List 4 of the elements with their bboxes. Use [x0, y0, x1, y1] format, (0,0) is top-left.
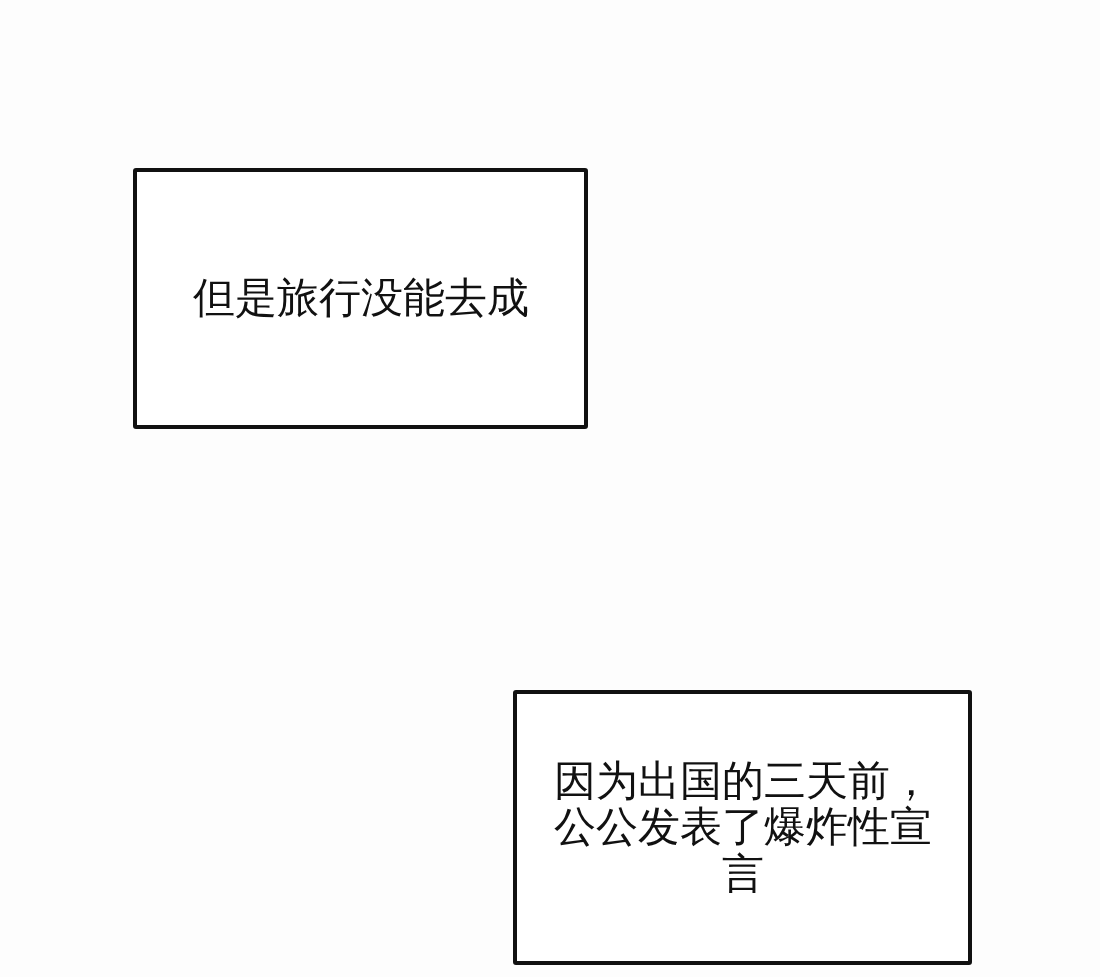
narration-box	[133, 168, 588, 429]
narration-text: 但是旅行没能去成	[192, 275, 529, 322]
narration-box	[513, 690, 972, 965]
narration-text: 因为出国的三天前，公公发表了爆炸性宣言	[552, 758, 933, 897]
